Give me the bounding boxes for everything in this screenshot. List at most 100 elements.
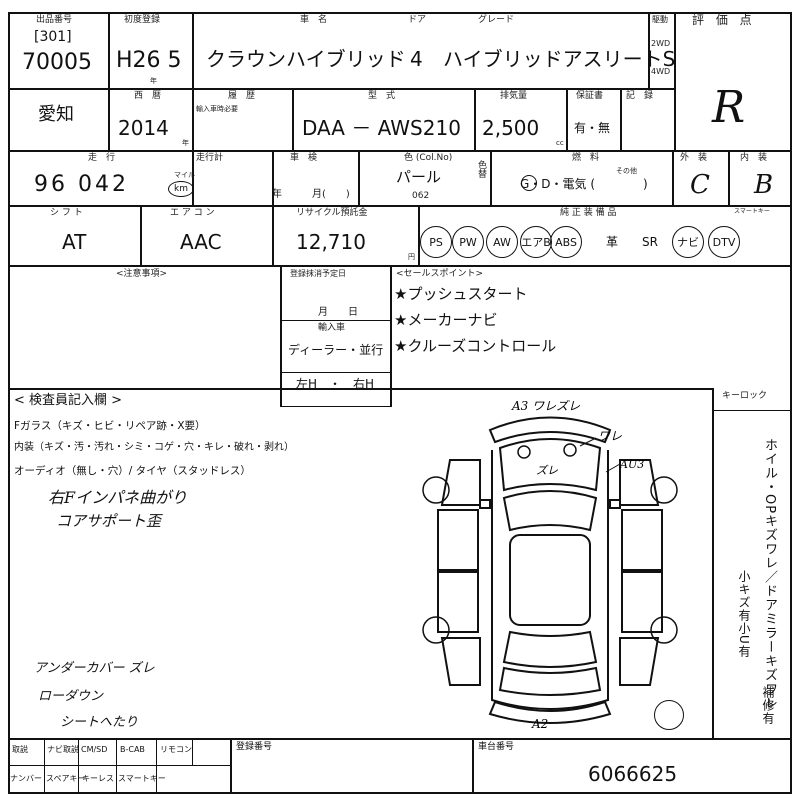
- rule: [192, 150, 194, 205]
- rule: [280, 265, 282, 407]
- rule: [790, 12, 792, 794]
- mileage: 96 042: [34, 172, 129, 197]
- rear-window-shape: [502, 630, 598, 668]
- rule: [230, 738, 232, 794]
- rule: [108, 12, 110, 88]
- history-label: 履 歴: [228, 91, 256, 101]
- rule: [280, 372, 390, 373]
- equip-item: ナビ: [672, 226, 704, 258]
- footer-label: スペアキー: [46, 774, 86, 783]
- displacement: 2,500: [482, 116, 540, 140]
- inspection-ym: 年 月( ): [272, 189, 350, 200]
- wheel-rear-right: [650, 616, 678, 644]
- rule: [192, 738, 193, 765]
- rule: [192, 12, 194, 88]
- color-change-label: 色替: [476, 160, 486, 178]
- rule: [712, 388, 714, 738]
- rule: [390, 265, 392, 407]
- rule: [280, 320, 390, 321]
- body-shape: [491, 450, 609, 710]
- ac-label: エ ア コ ン: [170, 208, 215, 218]
- rule: [8, 388, 712, 390]
- rear-bumper-shape: [488, 700, 612, 724]
- footer-label: ナビ取説: [47, 745, 79, 754]
- equip-item: SR: [642, 235, 658, 249]
- rule: [8, 150, 792, 152]
- right-front-door: [621, 509, 663, 571]
- damage-mark: A3 ワレズレ: [511, 400, 580, 413]
- rule: [8, 88, 674, 90]
- hood-shape: [498, 438, 602, 492]
- right-rear-fender: [619, 637, 660, 686]
- color-label: 色 (Col.No): [404, 153, 453, 163]
- mark-leader-line: [579, 437, 597, 447]
- damage-mark: A2: [531, 717, 548, 730]
- hand-note: コアサポート歪: [56, 512, 162, 530]
- year: 2014: [118, 116, 169, 140]
- rule: [672, 150, 674, 205]
- damage-mark: ズレ: [536, 464, 558, 477]
- model: DAA － AWS210: [302, 116, 461, 140]
- recycle-label: リサイクル預託金: [296, 208, 368, 218]
- rule: [8, 12, 10, 794]
- right-note: 補修有: [761, 686, 775, 725]
- footer-label: 取説: [12, 745, 28, 754]
- left-rear-door: [437, 571, 479, 633]
- first-reg: H26 5: [116, 48, 182, 73]
- rule: [78, 738, 79, 794]
- grade: ハイブリッドアスリートS: [443, 47, 676, 71]
- sales-point: ★クルーズコントロール: [394, 337, 557, 355]
- rule: [292, 88, 294, 150]
- year-suffix: 年: [182, 139, 189, 147]
- left-front-door: [437, 509, 479, 571]
- rule: [358, 150, 360, 205]
- rule: [8, 12, 792, 14]
- equip-item: PW: [452, 226, 484, 258]
- footer-label: B-CAB: [120, 745, 145, 754]
- fuel-selected-circle: [521, 175, 537, 191]
- equip-item: PS: [420, 226, 452, 258]
- rule: [108, 88, 110, 150]
- rule: [280, 406, 390, 407]
- wheel-front-left: [422, 476, 450, 504]
- mark-leader-line: [605, 463, 621, 473]
- yen-unit: 円: [408, 253, 415, 261]
- rule: [472, 738, 474, 794]
- lot-number: 70005: [22, 50, 92, 75]
- name-label: 車 名: [300, 15, 328, 25]
- color-no: 062: [412, 191, 430, 201]
- fuel-other: その他: [616, 167, 637, 175]
- drive-2wd: 2WD: [651, 39, 671, 48]
- equip-label: 純 正 装 備 品: [560, 208, 617, 218]
- equip-item: AW: [486, 226, 518, 258]
- car-damage-diagram: A3 ワレズレ ワレ ズレ AU3 A2: [422, 400, 678, 730]
- left-front-fender: [440, 459, 481, 506]
- headlight-right: [563, 443, 577, 457]
- shift: AT: [62, 230, 87, 254]
- score: R: [712, 82, 746, 133]
- rule: [474, 88, 476, 150]
- equip-item: 革: [605, 235, 618, 249]
- hand-note: ローダウン: [38, 689, 104, 704]
- equip-item: エアB: [520, 226, 552, 258]
- footer-label: スマートキー: [118, 774, 166, 783]
- first-reg-label: 初度登録: [124, 15, 161, 25]
- hand-note: 右Fインパネ曲がり: [48, 488, 188, 507]
- model-label: 型 式: [368, 91, 396, 101]
- rule: [620, 88, 622, 150]
- year-small: 年: [150, 77, 157, 85]
- displacement-label: 排気量: [500, 91, 528, 101]
- inspector-glass: Fガラス（キズ・ヒビ・リペア跡・X要）: [14, 420, 206, 432]
- wheel-rear-left: [422, 616, 450, 644]
- color: パール: [396, 168, 442, 186]
- km-unit-text: km: [174, 184, 188, 194]
- footer-label: CM/SD: [81, 745, 108, 754]
- door-label: ドア: [408, 15, 427, 25]
- plate-label: 登録番号: [236, 742, 273, 752]
- inspector-audio: オーディオ（無し・穴）/ タイヤ（スタッドレス）: [14, 465, 251, 477]
- reg-md: 月 日: [318, 307, 358, 318]
- reg-label: 登録抹消予定日: [290, 269, 346, 278]
- exterior: C: [690, 170, 710, 200]
- left-mirror: [479, 499, 491, 509]
